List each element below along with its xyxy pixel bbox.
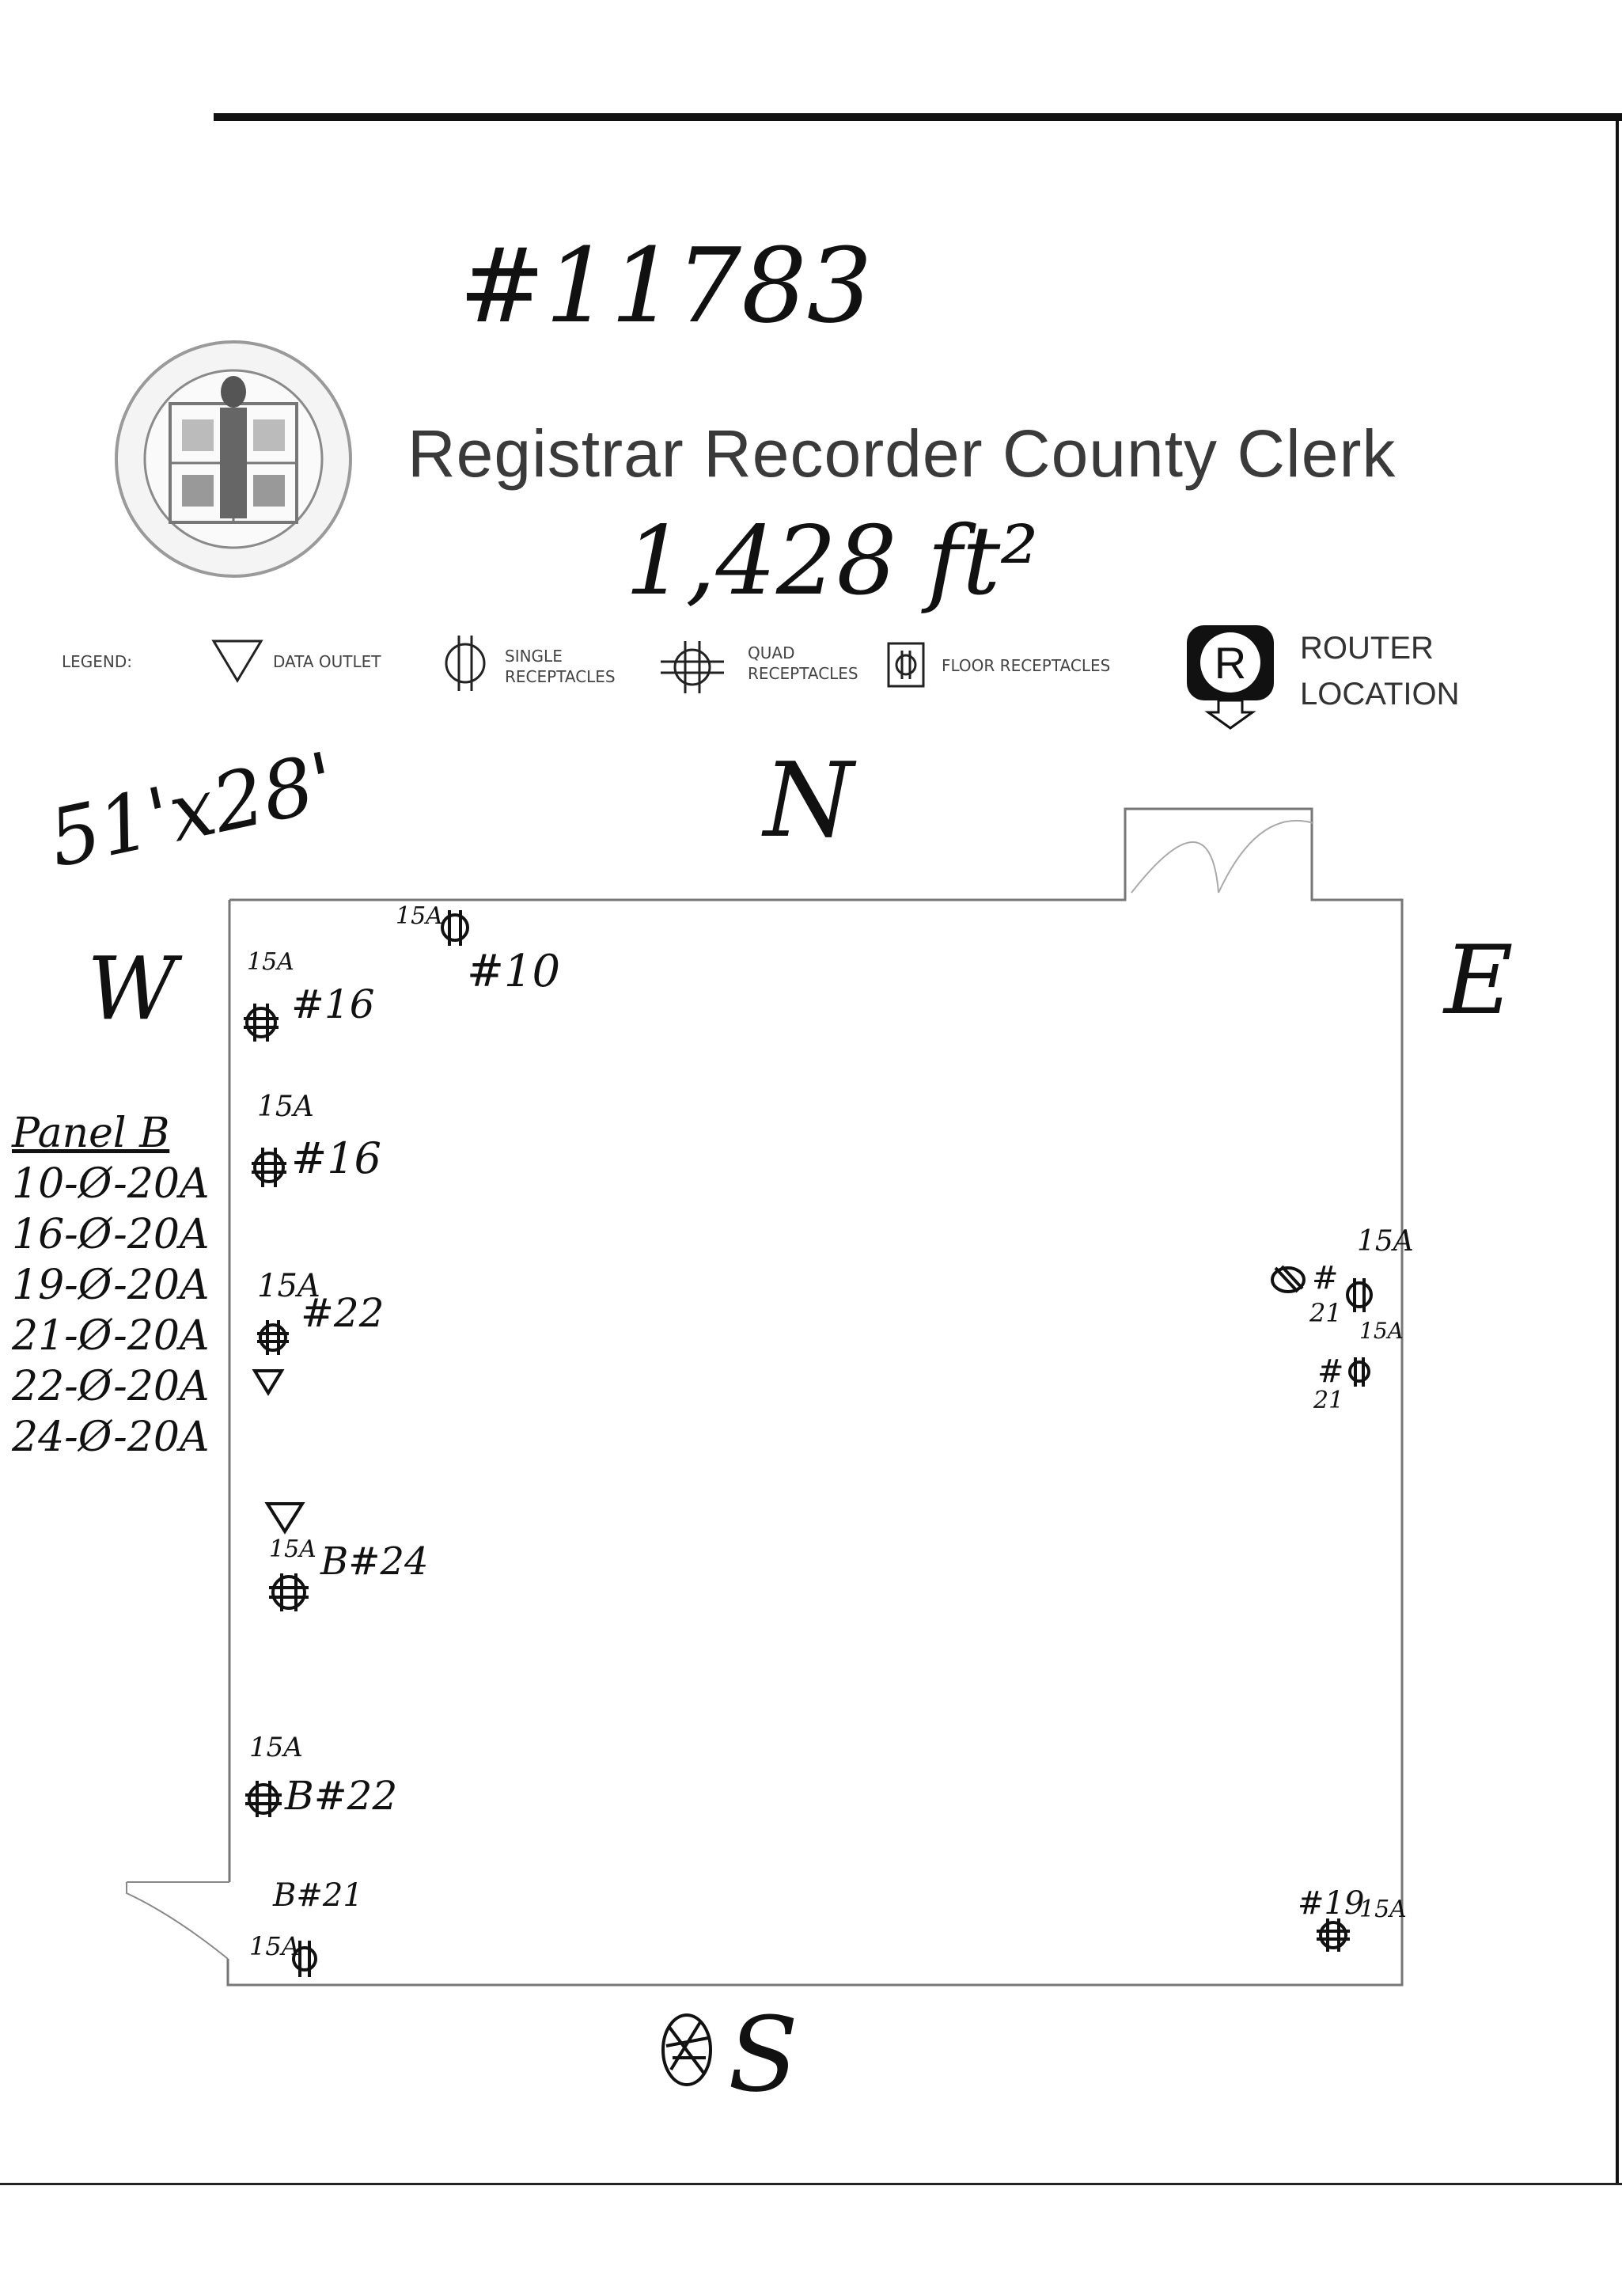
legend-quad-line2: RECEPTACLES (748, 664, 858, 683)
annotation-top-circuit: #10 (467, 946, 561, 997)
annotation-e2-circuit: # (1317, 1353, 1344, 1390)
compass-north: N (764, 740, 854, 860)
quad-receptacle-w2 (252, 1148, 286, 1187)
panel-line: 10-Ø-20A (12, 1160, 210, 1208)
receptacle-e3 (1348, 1357, 1370, 1387)
quad-receptacle-w5 (245, 1781, 282, 1817)
quad-receptacle-w3 (257, 1320, 289, 1355)
panel-schedule: Panel B 10-Ø-20A 16-Ø-20A 19-Ø-20A 21-Ø-… (12, 1108, 210, 1463)
room-outline (226, 807, 1404, 1987)
annotation-w5-amp: 15A (249, 1732, 303, 1763)
compass-west: W (87, 938, 177, 1039)
area-label: 1,428 ft² (625, 507, 1039, 617)
legend-data-outlet: DATA OUTLET (273, 652, 381, 671)
annotation-w4-circuit: B#24 (320, 1539, 429, 1584)
panel-line: 22-Ø-20A (12, 1363, 210, 1410)
annotation-e1-amp: 15A (1357, 1225, 1414, 1258)
annotation-w1-amp: 15A (247, 948, 294, 976)
scribble-south (661, 2013, 712, 2086)
county-seal (115, 340, 352, 578)
annotation-w2-amp: 15A (257, 1091, 314, 1123)
legend-label: LEGEND: (62, 652, 133, 671)
panel-line: 21-Ø-20A (12, 1312, 210, 1360)
annotation-w3-amp: 15A (257, 1268, 320, 1304)
page-top-edge (214, 113, 1622, 121)
data-outlet-icon (211, 639, 263, 683)
single-receptacle-icon (445, 636, 486, 691)
document-number: #11783 (459, 226, 873, 346)
compass-east: E (1444, 926, 1514, 1036)
router-icon: R (1187, 625, 1274, 730)
legend-single-line2: RECEPTACLES (505, 667, 616, 686)
legend-router-line1: ROUTER (1300, 631, 1434, 666)
annotation-w6-amp: 15A (249, 1931, 300, 1961)
quad-receptacle-w4 (269, 1573, 309, 1611)
receptacle-top (441, 910, 469, 946)
annotation-e1-number: 21 (1309, 1298, 1342, 1328)
quad-receptacle-w1 (244, 1004, 279, 1042)
annotation-w4-amp: 15A (269, 1535, 316, 1563)
panel-title: Panel B (12, 1110, 170, 1157)
annotation-w3-circuit: #22 (301, 1290, 385, 1336)
annotation-e2-amp: 15A (1359, 1318, 1404, 1344)
receptacle-e1 (1271, 1265, 1306, 1293)
compass-south: S (728, 1994, 799, 2115)
page-bottom-edge (0, 2183, 1622, 2185)
legend-floor-receptacles: FLOOR RECEPTACLES (942, 656, 1111, 675)
legend-single-receptacles: SINGLE RECEPTACLES (505, 646, 616, 687)
legend-router-location: ROUTER LOCATION (1300, 625, 1460, 717)
receptacle-e2 (1346, 1278, 1373, 1312)
quad-receptacle-se (1317, 1918, 1350, 1952)
panel-line: 16-Ø-20A (12, 1211, 210, 1258)
annotation-w6-circuit: B#21 (273, 1877, 363, 1914)
annotation-w1-circuit: #16 (291, 981, 375, 1027)
door-north (1131, 819, 1314, 894)
page-title: Registrar Recorder County Clerk (407, 416, 1397, 491)
quad-receptacle-icon (661, 641, 724, 693)
receptacle-w6 (292, 1941, 317, 1977)
annotation-se-amp: 15A (1359, 1896, 1407, 1923)
page-right-edge (1616, 113, 1619, 2183)
data-outlet-w1 (252, 1369, 285, 1396)
annotation-e2-number: 21 (1313, 1387, 1344, 1414)
door-southwest (126, 1881, 229, 1960)
floor-receptacle-icon (887, 642, 925, 688)
data-outlet-w2 (264, 1502, 305, 1535)
annotation-w5-circuit: B#22 (285, 1773, 398, 1819)
legend-single-line1: SINGLE (505, 647, 563, 666)
annotation-w2-circuit: #16 (291, 1133, 381, 1183)
annotation-e1-circuit: # (1312, 1260, 1339, 1296)
legend-quad-line1: QUAD (748, 643, 795, 662)
legend-quad-receptacles: QUAD RECEPTACLES (748, 643, 858, 684)
panel-line: 24-Ø-20A (12, 1414, 210, 1461)
panel-line: 19-Ø-20A (12, 1262, 210, 1309)
legend-router-line2: LOCATION (1300, 677, 1460, 712)
svg-text:R: R (1215, 638, 1246, 688)
annotation-top-amp: 15A (396, 902, 443, 930)
annotation-se-circuit: #19 (1298, 1885, 1365, 1922)
